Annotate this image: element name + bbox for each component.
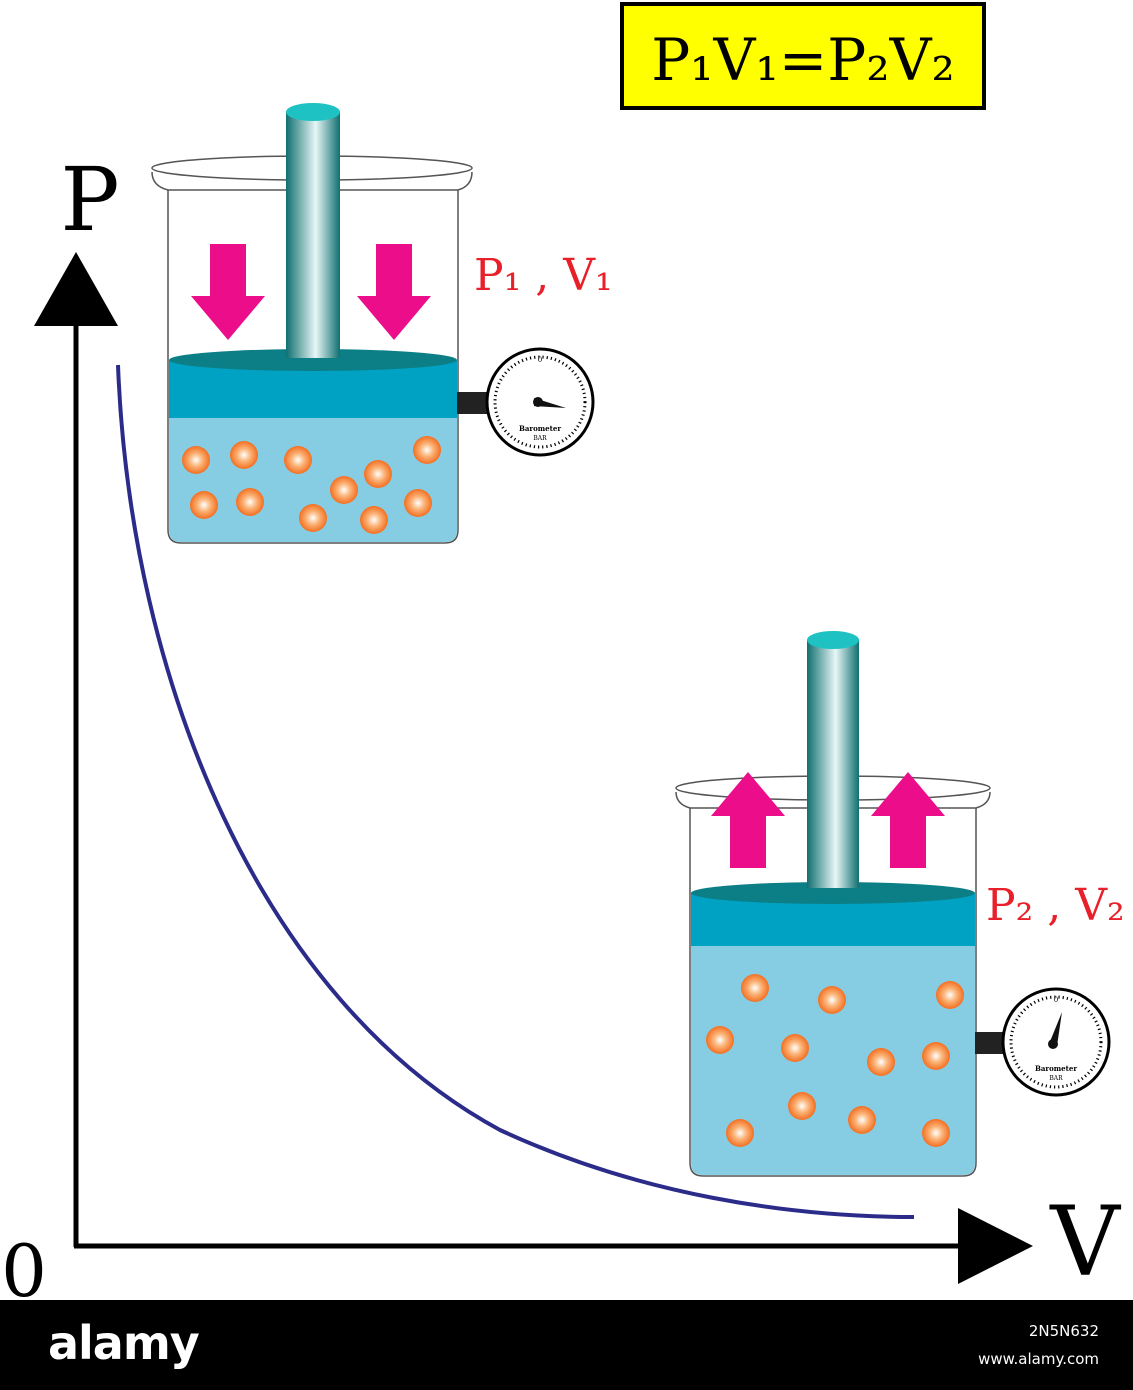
origin-label: 0	[1, 1229, 47, 1300]
state1-piston-top	[169, 349, 457, 371]
state2-gauge-zero: 0	[1054, 996, 1058, 1004]
particle	[364, 460, 392, 488]
particle	[818, 986, 846, 1014]
particle	[404, 489, 432, 517]
state1-gauge-ticks	[493, 355, 587, 449]
state2-particles	[706, 974, 964, 1147]
y-axis-arrow	[34, 252, 118, 326]
particle	[788, 1092, 816, 1120]
formula-text: P₁V₁=P₂V₂	[651, 26, 954, 94]
state2-up-arrow-right	[871, 772, 945, 868]
site-url: www.alamy.com	[978, 1350, 1099, 1368]
state2-gauge-ticks	[1009, 995, 1103, 1089]
particle	[413, 436, 441, 464]
axes: P V 0	[1, 148, 1121, 1300]
particle	[236, 488, 264, 516]
state1-gauge-unit: BAR	[533, 435, 547, 442]
state1-rod-cap	[286, 103, 340, 121]
particle	[922, 1119, 950, 1147]
particle	[299, 504, 327, 532]
particle	[706, 1026, 734, 1054]
state1-down-arrow-right	[357, 244, 431, 340]
state2-rod-cap	[807, 631, 859, 649]
image-id: 2N5N632	[1028, 1322, 1099, 1340]
state2-gas	[691, 946, 975, 1175]
footer-bar: alamy 2N5N632 www.alamy.com	[0, 1300, 1133, 1390]
state1-gauge-connector	[457, 392, 491, 414]
state1-particles	[182, 436, 441, 534]
particle	[330, 476, 358, 504]
particle	[781, 1034, 809, 1062]
particle	[922, 1042, 950, 1070]
particle	[848, 1106, 876, 1134]
state1-label: P₁ , V₁	[474, 250, 613, 301]
particle	[936, 981, 964, 1009]
particle	[360, 506, 388, 534]
particle	[726, 1119, 754, 1147]
state2-label: P₂ , V₂	[986, 880, 1125, 931]
formula-background	[620, 2, 986, 110]
state1-barometer: 0 Barometer BAR	[485, 347, 595, 457]
particle	[182, 446, 210, 474]
state1-down-arrow-left	[191, 244, 265, 340]
state1-gauge-zero: 0	[538, 356, 542, 364]
state2-barometer: 0 Barometer BAR	[1001, 987, 1111, 1097]
particle	[867, 1048, 895, 1076]
x-axis-label: V	[1049, 1186, 1121, 1298]
state2-gauge-needle	[1049, 1012, 1062, 1046]
brand-logo: alamy	[48, 1316, 200, 1370]
state2-rod	[807, 640, 859, 888]
state1-rod	[286, 112, 340, 358]
particle	[230, 441, 258, 469]
state1-gauge-hub	[533, 397, 543, 407]
y-axis-label: P	[60, 148, 119, 251]
state2-gauge-hub	[1048, 1039, 1058, 1049]
particle	[190, 491, 218, 519]
formula-box: P₁V₁=P₂V₂	[620, 2, 986, 110]
state1-gauge-title: Barometer	[519, 424, 561, 433]
state2-cylinder: 0 Barometer BAR P₂ , V₂	[675, 631, 1125, 1177]
state1-cylinder: 0 Barometer BAR P₁ , V₁	[151, 103, 613, 544]
state2-gauge-title: Barometer	[1035, 1064, 1077, 1073]
boyles-law-diagram: P₁V₁=P₂V₂ P V 0	[1, 2, 1125, 1300]
state2-gauge-unit: BAR	[1049, 1075, 1063, 1082]
x-axis-arrow	[958, 1208, 1033, 1284]
particle	[741, 974, 769, 1002]
state2-up-arrow-left	[711, 772, 785, 868]
state2-gauge-connector	[975, 1032, 1009, 1054]
particle	[284, 446, 312, 474]
state2-piston-top	[691, 882, 975, 904]
pv-curve	[116, 364, 915, 1219]
